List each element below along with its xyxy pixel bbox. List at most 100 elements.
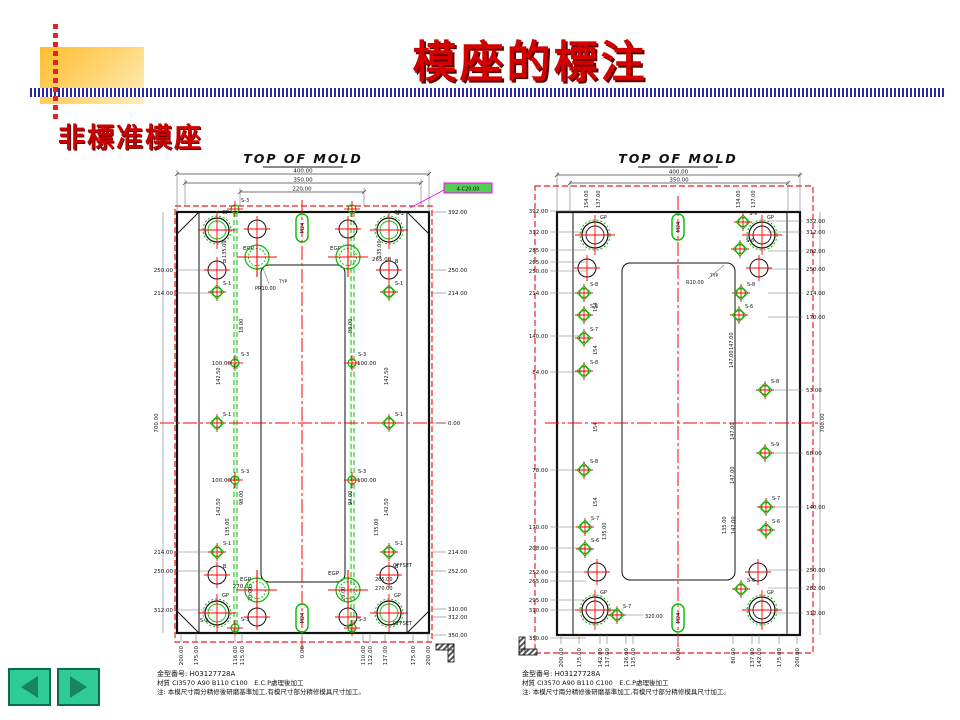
svg-text:200.00: 200.00: [559, 648, 565, 668]
svg-text:S-1: S-1: [223, 541, 231, 547]
svg-text:175.00: 175.00: [577, 648, 583, 668]
svg-text:115.00: 115.00: [240, 646, 246, 666]
svg-text:B: B: [395, 564, 399, 570]
svg-text:S-3: S-3: [241, 198, 249, 204]
svg-text:282.00: 282.00: [806, 586, 826, 592]
svg-text:GP: GP: [394, 210, 401, 216]
svg-text:147.00: 147.00: [730, 467, 736, 485]
svg-text:252.00: 252.00: [448, 569, 468, 575]
svg-text:400.00: 400.00: [293, 169, 313, 175]
svg-text:S-8: S-8: [590, 459, 598, 465]
svg-text:S-7: S-7: [772, 496, 780, 502]
svg-text:214.00: 214.00: [154, 550, 174, 556]
next-arrow-icon: [70, 676, 87, 698]
prev-slide-button[interactable]: [8, 668, 51, 706]
svg-text:80.00: 80.00: [731, 648, 737, 664]
svg-text:GP: GP: [222, 210, 229, 216]
svg-text:135.00: 135.00: [225, 519, 231, 537]
svg-text:EGP: EGP: [330, 246, 342, 252]
svg-text:GP: GP: [767, 215, 774, 221]
svg-text:134.00: 134.00: [736, 191, 742, 209]
svg-text:116.00: 116.00: [233, 646, 239, 666]
svg-text:110.00: 110.00: [361, 646, 367, 666]
mold-drawing-right: 400.00 350.00 392.00 312.00 285.00 265.00 250.…: [518, 151, 826, 696]
svg-text:175.00: 175.00: [777, 648, 783, 668]
svg-text:350.00: 350.00: [293, 178, 313, 184]
svg-text:220.00: 220.00: [292, 187, 312, 193]
svg-text:332.00: 332.00: [806, 219, 826, 225]
svg-text:142.00: 142.00: [757, 648, 763, 668]
svg-text:312.00: 312.00: [448, 615, 468, 621]
svg-text:154: 154: [593, 497, 599, 507]
svg-text:214.00: 214.00: [448, 550, 468, 556]
svg-text:270.00: 270.00: [375, 586, 393, 592]
svg-text:100.00: 100.00: [357, 361, 377, 367]
svg-text:OFFSET: OFFSET: [393, 621, 413, 627]
svg-text:147.00: 147.00: [729, 333, 735, 351]
svg-text:135.00: 135.00: [602, 523, 608, 541]
svg-text:285.00: 285.00: [529, 248, 549, 254]
svg-text:M24: M24: [676, 222, 682, 233]
mold-drawing-left: 400.00350.00220.00250.00214.00214.00250.…: [154, 151, 493, 696]
svg-text:0.00: 0.00: [676, 648, 682, 661]
svg-text:S-1: S-1: [395, 281, 403, 287]
svg-text:S-3: S-3: [241, 617, 249, 623]
svg-text:S-1: S-1: [223, 281, 231, 287]
svg-text:392.00: 392.00: [529, 209, 549, 215]
svg-text:137.00: 137.00: [596, 191, 602, 209]
svg-text:147.00: 147.00: [729, 351, 735, 369]
svg-text:材質 CI3570 A90 B110 C100 E.C.P處: 材質 CI3570 A90 B110 C100 E.C.P處理後加工: [157, 678, 304, 687]
svg-text:68.00: 68.00: [806, 451, 822, 457]
svg-text:295.00: 295.00: [529, 598, 549, 604]
svg-text:208.00: 208.00: [529, 546, 549, 552]
svg-text:250.00: 250.00: [529, 269, 549, 275]
svg-text:400.00: 400.00: [669, 170, 689, 176]
svg-text:112.00: 112.00: [368, 646, 374, 666]
svg-text:310.00: 310.00: [448, 607, 468, 613]
svg-text:84.00: 84.00: [532, 370, 548, 376]
svg-text:214.00: 214.00: [806, 291, 826, 297]
svg-text:250.00: 250.00: [806, 267, 826, 273]
svg-text:250.00: 250.00: [806, 568, 826, 574]
svg-text:EGP: EGP: [240, 577, 252, 583]
svg-text:100.00: 100.00: [212, 478, 232, 484]
svg-text:53.00: 53.00: [806, 388, 822, 394]
svg-text:200.00: 200.00: [795, 648, 801, 668]
blue-dashed-divider: [30, 88, 944, 97]
svg-text:S-3: S-3: [358, 352, 366, 358]
svg-text:S-7: S-7: [623, 604, 631, 610]
svg-text:265.00: 265.00: [529, 260, 549, 266]
svg-text:GP: GP: [767, 590, 774, 596]
svg-text:4-C20.00: 4-C20.00: [457, 187, 480, 193]
svg-text:265.00: 265.00: [375, 577, 393, 583]
svg-text:350.00: 350.00: [448, 633, 468, 639]
svg-text:S-8: S-8: [590, 282, 598, 288]
svg-text:170.00: 170.00: [529, 525, 549, 531]
svg-text:M24: M24: [676, 613, 682, 624]
svg-text:154: 154: [593, 302, 599, 312]
svg-text:S-3: S-3: [358, 469, 366, 475]
svg-text:GP: GP: [222, 593, 229, 599]
svg-text:B: B: [395, 259, 399, 265]
svg-text:B: B: [223, 259, 227, 265]
svg-text:TOP OF MOLD: TOP OF MOLD: [618, 151, 738, 166]
svg-text:18.00: 18.00: [239, 319, 245, 333]
svg-text:S-7: S-7: [591, 516, 599, 522]
svg-text:312.00: 312.00: [806, 611, 826, 617]
svg-text:137.00: 137.00: [751, 191, 757, 209]
svg-text:282.00: 282.00: [806, 249, 826, 255]
svg-text:S-1: S-1: [395, 541, 403, 547]
svg-text:S-1: S-1: [395, 412, 403, 418]
next-slide-button[interactable]: [57, 668, 100, 706]
svg-text:R10.00: R10.00: [686, 280, 704, 286]
svg-text:350.00: 350.00: [669, 178, 689, 184]
svg-text:250.00: 250.00: [448, 268, 468, 274]
svg-text:700.00: 700.00: [820, 413, 826, 433]
svg-text:S-8: S-8: [747, 282, 755, 288]
svg-text:142.50: 142.50: [384, 368, 390, 386]
svg-text:200.00: 200.00: [426, 646, 432, 666]
svg-text:135.00: 135.00: [374, 519, 380, 537]
svg-text:S-6: S-6: [591, 538, 599, 544]
svg-text:注: 本模尺寸兩分精修後研磨基準加工,有模尺寸部分精修模具尺: 注: 本模尺寸兩分精修後研磨基準加工,有模尺寸部分精修模具尺寸加工。: [522, 687, 730, 696]
svg-text:154.00: 154.00: [584, 191, 590, 209]
